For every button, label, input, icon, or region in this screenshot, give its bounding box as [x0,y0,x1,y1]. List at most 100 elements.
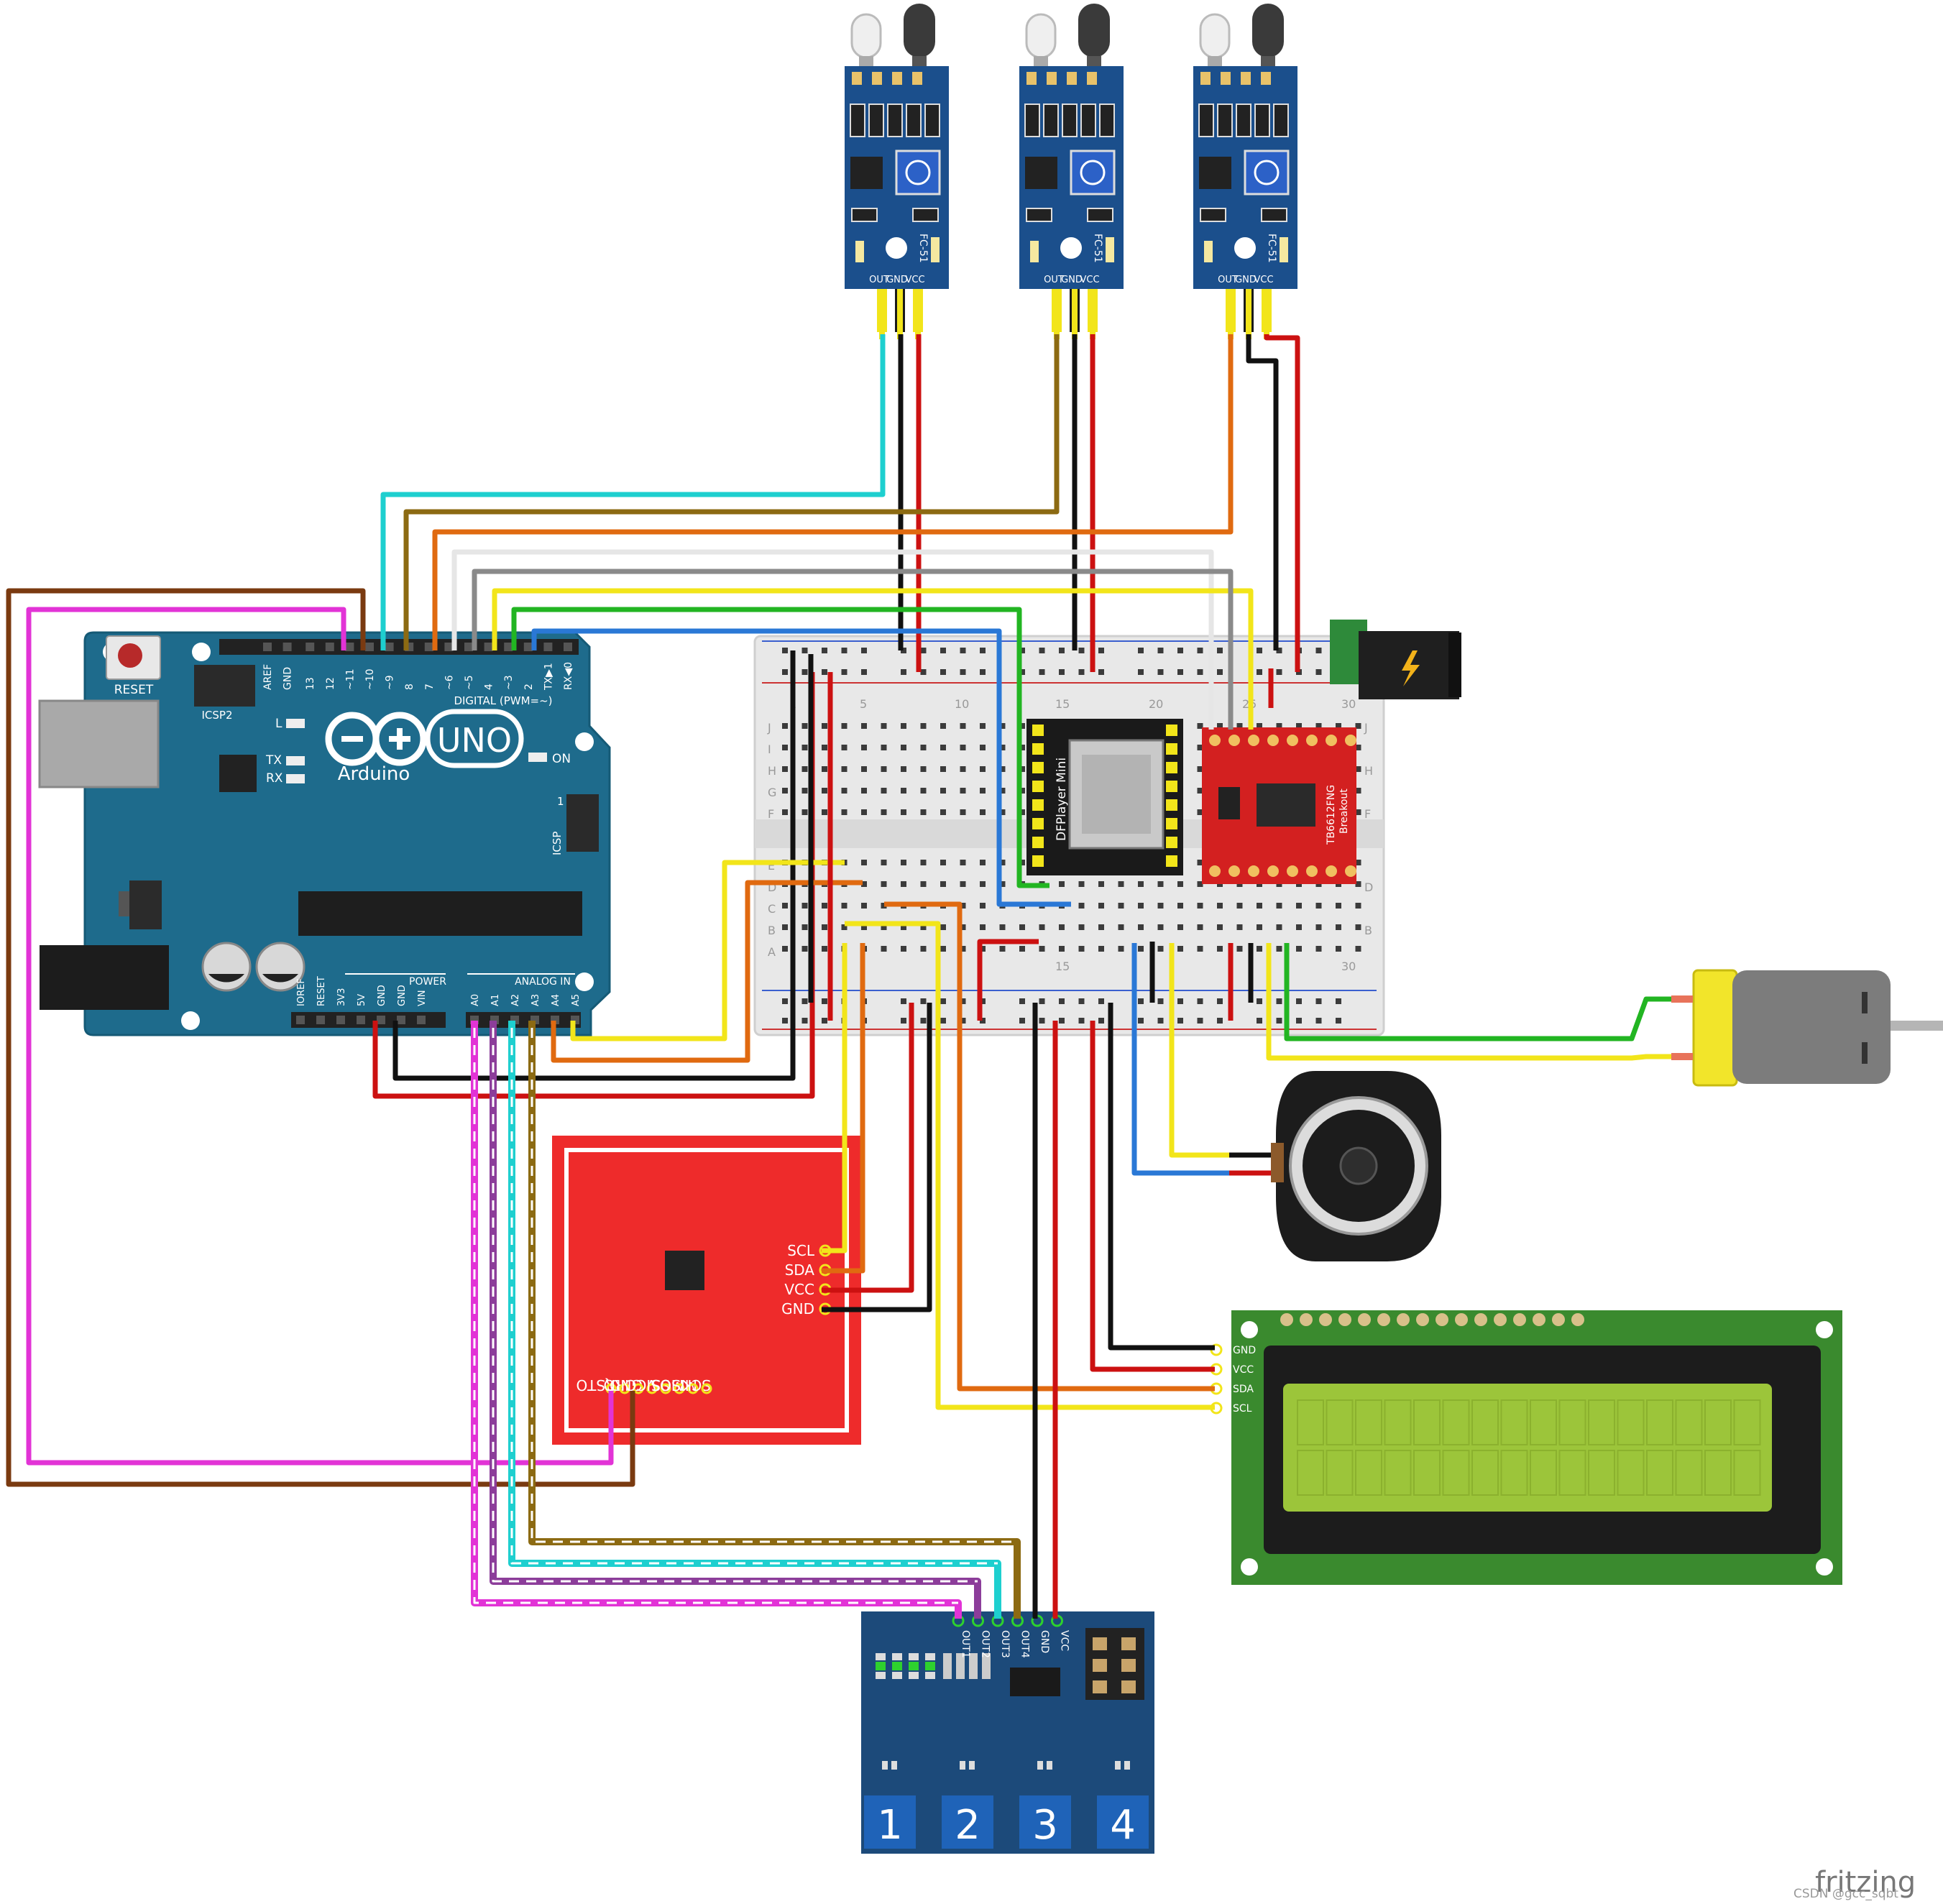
breadboard-hole [1236,946,1243,952]
pin-label: SDA [1233,1384,1254,1395]
icsp-label: ICSP [551,832,564,855]
breadboard-hole [1197,745,1203,750]
breadboard-hole [1138,998,1144,1004]
pin-label: 1 [877,1802,903,1849]
pin-label: IOREF [296,978,307,1006]
breadboard-hole [1336,1018,1341,1024]
mount-hole [575,972,594,991]
row-letter: B [1364,924,1372,937]
reset-button-cap[interactable] [118,643,142,668]
tb-pin [1267,735,1279,746]
breadboard-hole [980,903,986,909]
breadboard-hole [901,946,906,952]
ir-pad [1200,72,1211,85]
breadboard-hole [1118,903,1124,909]
breadboard-hole [1355,946,1361,952]
breadboard-hole [1059,669,1065,675]
wire-magenta-stripe [473,1028,958,1604]
header-pin [484,643,493,651]
pin-label: GND [1061,275,1083,285]
breadboard-hole [1296,1018,1302,1024]
pin-label: A1 [490,994,501,1006]
breadboard-hole [1217,723,1223,729]
header-pin [306,643,315,651]
df-pin [1032,837,1044,848]
ir-pin-lead [1090,289,1095,339]
breadboard-hole [1098,648,1104,653]
power-header [291,1012,446,1028]
lcd-cell [1297,1399,1324,1445]
breadboard-hole [861,881,867,887]
breadboard-hole [822,669,827,675]
breadboard-hole [1257,648,1262,653]
smd-part [906,104,922,137]
pin-label: ~3 [503,675,515,690]
row-letter: I [768,742,771,756]
breadboard-hole [881,788,887,794]
lcd-cell [1588,1399,1615,1445]
header-pin [504,643,513,651]
breadboard-hole [841,669,848,675]
speaker [1271,1071,1441,1261]
breadboard-hole [782,745,788,750]
smd-part [1026,208,1052,222]
breadboard-hole [1059,648,1065,653]
df-pin [1032,855,1044,867]
lcd-header-pin [1300,1313,1313,1326]
lcd-cell [1326,1399,1354,1445]
wires [6,334,1671,1619]
lcd-cell [1558,1450,1586,1496]
breadboard-hole [1355,723,1361,729]
op-amp-chip [850,157,883,189]
pin-label: 4 [1110,1802,1136,1849]
breadboard-hole [1236,723,1243,729]
breadboard-hole [1157,903,1164,909]
breadboard-hole [1138,924,1144,930]
breadboard-hole [861,669,867,675]
breadboard-hole [1217,669,1223,675]
dfplayer-label: DFPlayer Mini [1055,758,1069,841]
df-pin [1032,725,1044,736]
breadboard-hole [1118,881,1124,887]
breadboard-hole [822,648,827,653]
breadboard-hole [901,648,906,653]
lcd-cell [1471,1450,1499,1496]
header-pin [336,1016,345,1024]
lcd-cell [1413,1399,1441,1445]
breadboard-hole [1039,1018,1045,1024]
header-pin [1121,1680,1136,1693]
breadboard-hole [1197,924,1203,930]
breadboard-hole [960,1018,966,1024]
breadboard-hole [1296,946,1302,952]
col-number: 30 [1341,960,1356,973]
df-pin [1032,799,1044,811]
breadboard-hole [940,998,946,1004]
ir-receiver-dark [1078,4,1110,58]
smd-led [1106,237,1114,262]
breadboard-hole [1157,998,1164,1004]
header-pin [464,643,473,651]
breadboard-hole [1177,881,1183,887]
wire-red [977,939,1039,1021]
breadboard-hole [901,669,906,675]
lcd-header-pin [1397,1313,1410,1326]
icsp-header [566,794,599,852]
mount-hole [181,1011,200,1030]
tb-pin [1326,865,1337,877]
lcd-cell [1617,1399,1645,1445]
pin-label: VCC [1254,275,1273,285]
pin-label: GND [886,275,908,285]
breadboard-hole [861,766,867,772]
breadboard-hole [782,998,788,1004]
breadboard-hole [920,881,927,887]
breadboard-hole [940,745,946,750]
lcd-header-pins [1280,1313,1584,1326]
breadboard-hole [1138,903,1144,909]
breadboard-hole [1296,723,1302,729]
header-pin [296,1016,305,1024]
touch-pad-3 [1019,1795,1071,1849]
touch-status-leds [876,1637,1136,1693]
smd-part [1024,104,1040,137]
atmega-chip [298,891,582,936]
